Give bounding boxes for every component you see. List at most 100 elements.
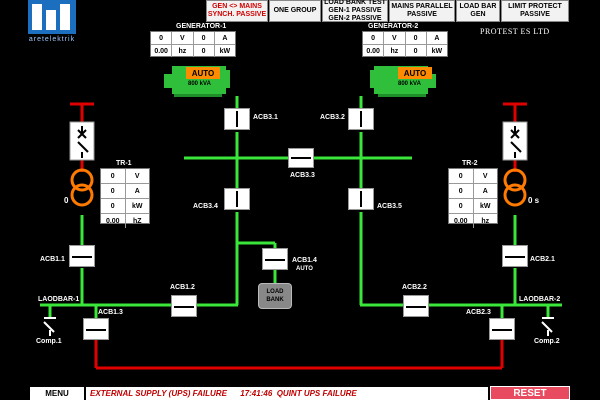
gen1-power-value: 0 [194, 45, 215, 57]
acb11-breaker[interactable] [69, 245, 95, 267]
generator-icon [164, 66, 230, 97]
acb21-label: ACB2.1 [530, 256, 555, 263]
acb23-breaker[interactable] [489, 318, 515, 340]
acb35-contact [360, 191, 362, 207]
gen1-current-unit: A [222, 34, 228, 42]
alarm-ticker: EXTERNAL SUPPLY (UPS) FAILURE 17:41:46 Q… [86, 387, 488, 400]
load-bar-gen-button[interactable]: LOAD BAR GEN [456, 0, 500, 22]
reset-button[interactable]: RESET [490, 386, 570, 400]
gen1-rating: 800 kVA [188, 81, 211, 87]
limit-protect-button[interactable]: LIMIT PROTECT PASSIVE [501, 0, 569, 22]
gen2-power-unit: kW [431, 47, 443, 55]
laodbar2-label: LAODBAR-2 [519, 296, 561, 303]
gen2-current-unit: A [434, 34, 440, 42]
tr2-power-value: 0 [449, 199, 474, 213]
acb11-contact [72, 256, 92, 258]
mains-parallel-button[interactable]: MAINS PARALLEL PASSIVE [389, 0, 455, 22]
acb22-label: ACB2.2 [402, 284, 427, 291]
tr2-current-value: 0 [449, 184, 474, 198]
acb31-contact [236, 111, 238, 127]
tr1-voltage-value: 0 [101, 169, 126, 183]
tr1-title: TR-1 [116, 160, 132, 167]
gen2-voltage-unit: V [384, 32, 406, 44]
acb14-label: ACB1.4 [292, 257, 317, 264]
gen2-current-value: 0 [406, 32, 427, 44]
acb33-breaker[interactable] [288, 148, 314, 168]
comp2-switch-blade [541, 321, 553, 333]
tr2-title: TR-2 [462, 160, 478, 167]
tr1-primary-coil [70, 168, 94, 192]
acb12-contact [174, 306, 194, 308]
acb14-breaker[interactable] [262, 248, 288, 270]
one-group-button[interactable]: ONE GROUP [269, 0, 321, 22]
acb35-label: ACB3.5 [377, 203, 402, 210]
acb33-contact [291, 157, 311, 159]
acb13-contact [86, 329, 106, 331]
generator2-readings: 0 V 0 A 0.00 hz 0 kW [362, 31, 448, 57]
tr2-side-value: 0 s [528, 196, 540, 205]
brand-name: PROTEST ES LTD [480, 27, 550, 36]
acb23-contact [492, 329, 512, 331]
logo-mark-icon [32, 4, 70, 30]
acb34-label: ACB3.4 [193, 203, 218, 210]
gen1-current-value: 0 [194, 32, 215, 44]
gen2-power-value: 0 [406, 45, 427, 57]
acb22-breaker[interactable] [403, 295, 429, 317]
comp1-label: Comp.1 [36, 338, 62, 345]
gen1-power-unit: kW [219, 47, 231, 55]
tr2-power-unit: kW [480, 202, 491, 210]
gen1-freq-value: 0.00 [151, 45, 173, 57]
generator-icon [370, 66, 436, 97]
generator2-title: GENERATOR-2 [368, 23, 419, 30]
generator1[interactable]: AUTO 800 kVA [162, 60, 232, 98]
laodbar1-label: LAODBAR-1 [38, 296, 80, 303]
load-bank-button[interactable]: LOAD BANK [258, 283, 292, 309]
generator2[interactable]: AUTO 800 kVA [368, 60, 438, 98]
gen2-freq-unit: hz [384, 45, 406, 57]
tr1-current-value: 0 [101, 184, 126, 198]
acb31-breaker[interactable] [224, 108, 250, 130]
gen-mains-synch-button[interactable]: GEN <> MAINS SYNCH. PASSIVE [206, 0, 268, 22]
gen1-voltage-value: 0 [151, 32, 173, 44]
tr2-disconnector-blade [510, 141, 522, 153]
tr2-freq-unit: hz [481, 217, 490, 225]
tr1-power-unit: kW [132, 202, 143, 210]
comp2-label: Comp.2 [534, 338, 560, 345]
gen1-auto-badge: AUTO [186, 67, 220, 79]
acb31-label: ACB3.1 [253, 114, 278, 121]
acb35-breaker[interactable] [348, 188, 374, 210]
acb22-contact [406, 306, 426, 308]
tr2-primary-coil [503, 168, 527, 192]
tr1-voltage-unit: V [134, 172, 140, 180]
load-bank-test-button[interactable]: LOAD BANK TEST GEN-1 PASSIVE GEN-2 PASSI… [322, 0, 388, 22]
aretelektrik-logo [28, 0, 76, 34]
acb34-breaker[interactable] [224, 188, 250, 210]
tr2-freq-value: 0.00 [449, 214, 474, 228]
gen2-auto-badge: AUTO [398, 67, 432, 79]
tr1-side-value: 0 [64, 196, 69, 205]
tr1-readings: 0 V 0 A 0 kW 0.00 hZ [100, 168, 150, 228]
acb12-breaker[interactable] [171, 295, 197, 317]
menu-button[interactable]: MENU [30, 387, 84, 400]
acb13-breaker[interactable] [83, 318, 109, 340]
tr1-freq-unit: hZ [132, 217, 142, 225]
generator1-title: GENERATOR-1 [176, 23, 227, 30]
gen1-voltage-unit: V [172, 32, 194, 44]
tr1-freq-value: 0.00 [101, 214, 126, 228]
tr2-disconnector-x2 [510, 129, 520, 139]
generator1-readings: 0 V 0 A 0.00 hz 0 kW [150, 31, 236, 57]
tr2-voltage-value: 0 [449, 169, 474, 183]
tr2-readings: 0 V 0 A 0 kW 0.00 hz [448, 168, 498, 228]
acb21-contact [505, 256, 525, 258]
acb33-label: ACB3.3 [290, 172, 315, 179]
acb14-mode: AUTO [296, 266, 313, 272]
tr1-disconnector-x2 [77, 129, 87, 139]
acb14-contact [265, 259, 285, 261]
acb11-label: ACB1.1 [40, 256, 65, 263]
acb32-breaker[interactable] [348, 108, 374, 130]
gen2-freq-value: 0.00 [363, 45, 385, 57]
gen2-voltage-value: 0 [363, 32, 385, 44]
acb21-breaker[interactable] [502, 245, 528, 267]
gen1-freq-unit: hz [172, 45, 194, 57]
